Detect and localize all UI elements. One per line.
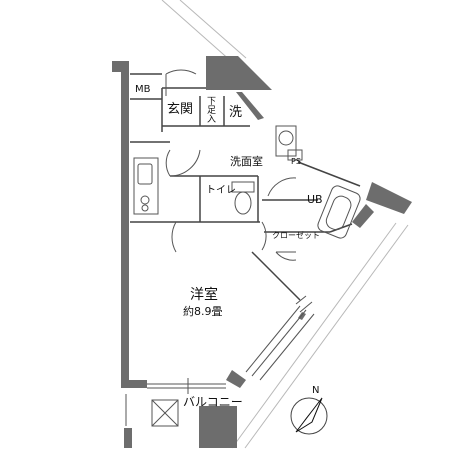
mb-label: MB	[135, 84, 151, 95]
laundry-label: 洗	[229, 105, 243, 120]
washroom-label: 洗面室	[230, 155, 263, 168]
western-room-label: 洋室	[190, 287, 218, 303]
unit-bath-label: UB	[307, 193, 323, 206]
compass-rose	[290, 397, 328, 435]
entrance-label: 玄関	[167, 102, 194, 117]
fixtures	[133, 125, 361, 239]
door-swings	[165, 69, 297, 261]
balcony-label: バルコニー	[183, 395, 243, 409]
shoe-box-label: 下足入	[205, 96, 215, 123]
walls	[112, 56, 412, 448]
window-sash	[245, 295, 315, 381]
partitions	[130, 73, 361, 301]
compass-north-label: N	[312, 385, 320, 396]
site-guide-lines	[161, 0, 409, 449]
closet-label: クローゼット	[272, 231, 320, 240]
balcony-area	[125, 378, 226, 427]
western-room-area: 約8.9畳	[183, 305, 223, 318]
toilet-label: トイレ	[206, 185, 236, 196]
ps-label: PS	[291, 157, 301, 166]
